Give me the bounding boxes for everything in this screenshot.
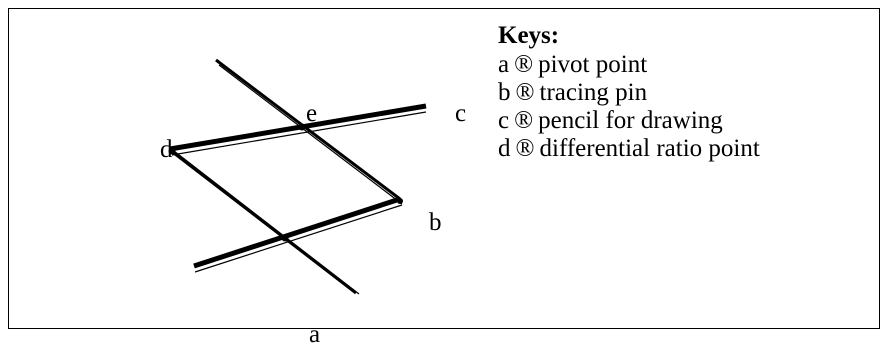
key-description: tracing pin <box>539 79 648 106</box>
key-symbol: ® <box>514 107 534 134</box>
key-symbol: ® <box>515 135 535 162</box>
bar-bottom-horizontal <box>193 196 403 273</box>
keys-title: Keys: <box>498 22 560 49</box>
joint-e <box>298 123 306 131</box>
figure-frame <box>8 8 880 329</box>
bar-lower-diagonal <box>169 148 360 295</box>
label-d: d <box>160 136 173 163</box>
key-description: pencil for drawing <box>538 107 723 134</box>
key-item-a: a®pivot point <box>498 51 760 79</box>
key-letter: b <box>498 79 511 106</box>
joint-d <box>168 147 176 155</box>
key-symbol: ® <box>514 51 534 78</box>
key-letter: d <box>498 135 511 162</box>
bar-top-horizontal <box>169 103 427 156</box>
key-letter: c <box>498 107 510 134</box>
label-c: c <box>455 100 467 127</box>
bar-upper-diagonal <box>215 58 403 205</box>
label-a: a <box>309 321 321 348</box>
key-description: pivot point <box>538 51 648 78</box>
joint-pivot-center <box>281 234 289 242</box>
key-description: differential ratio point <box>539 135 760 162</box>
keys-legend: Keys: a®pivot point b®tracing pin c®penc… <box>498 22 760 163</box>
label-e: e <box>306 100 318 127</box>
key-item-b: b®tracing pin <box>498 79 760 107</box>
label-b: b <box>429 209 442 236</box>
joint-b <box>397 198 403 204</box>
key-item-c: c®pencil for drawing <box>498 107 760 135</box>
key-item-d: d®differential ratio point <box>498 135 760 163</box>
key-letter: a <box>498 51 510 78</box>
key-symbol: ® <box>515 79 535 106</box>
